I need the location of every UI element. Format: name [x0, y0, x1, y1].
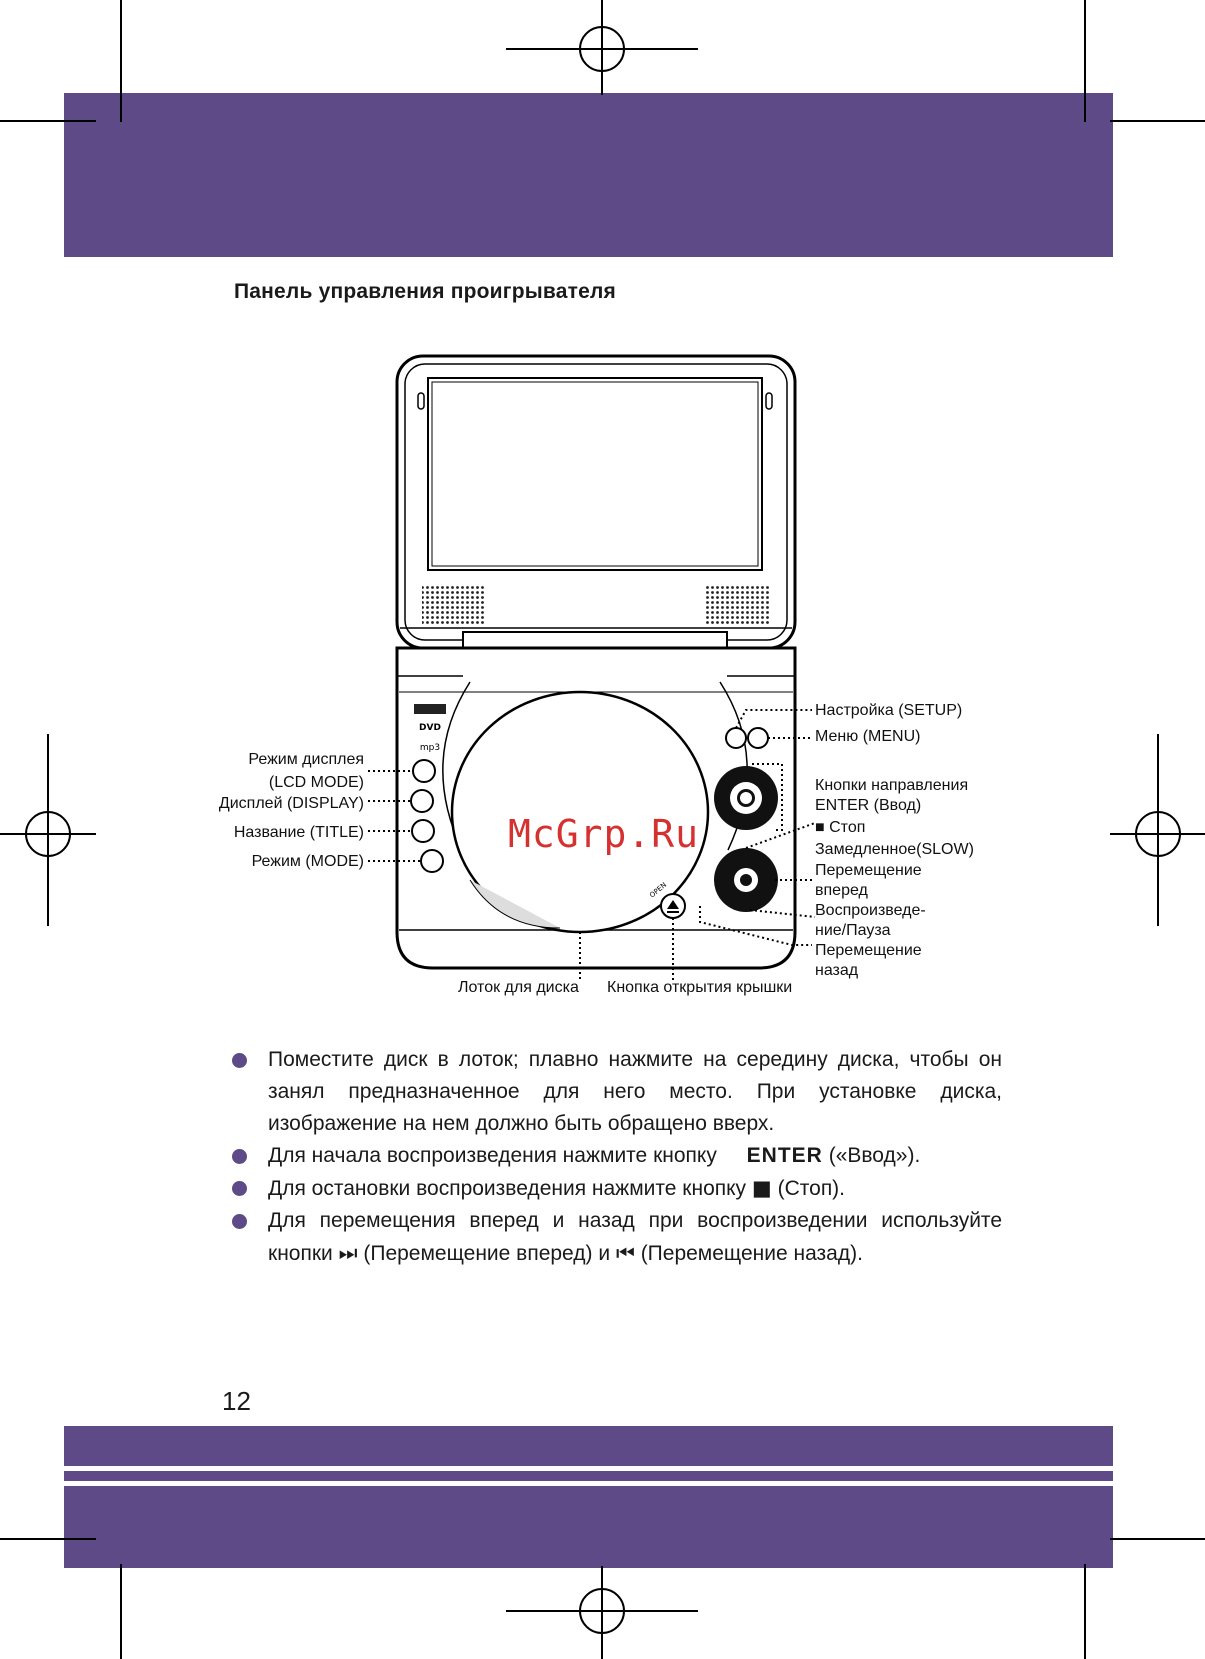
page-title: Панель управления проигрывателя	[234, 280, 616, 303]
list-item: Для начала воспроизведения нажмите кнопк…	[232, 1140, 1002, 1172]
bullet-text: Для перемещения вперед и назад при воспр…	[268, 1209, 1002, 1265]
callout-lcd-1: Режим дисплея	[248, 751, 364, 768]
callout-play-2: ние/Пауза	[815, 922, 891, 939]
previous-track-icon: ⏮	[615, 1241, 635, 1265]
registration-circle	[579, 1588, 625, 1634]
header-band	[64, 93, 1113, 257]
callout-stop: ■ Стоп	[815, 819, 866, 836]
bullet-text-tail: (Перемещение назад).	[640, 1242, 863, 1265]
bullet-dot-icon	[232, 1214, 247, 1229]
speaker-right-icon	[706, 586, 770, 624]
stop-icon: ■	[751, 1176, 772, 1200]
crop-mark	[0, 1538, 96, 1540]
callout-direction-1: Кнопки направления	[815, 777, 969, 794]
footer-band-top	[64, 1426, 1113, 1466]
bullet-text-tail: (Стоп).	[777, 1177, 846, 1200]
callout-setup: Настройка (SETUP)	[815, 702, 963, 719]
callout-title: Название (TITLE)	[233, 824, 364, 841]
title-button-icon	[411, 819, 435, 843]
enter-keyword: ENTER	[746, 1144, 823, 1167]
lcd-screen	[427, 377, 763, 571]
callout-tray: Лоток для диска	[458, 979, 579, 996]
callout-lcd-2: (LCD MODE)	[268, 774, 364, 791]
callout-back-1: Перемещение	[815, 942, 922, 959]
callout-forward-2: вперед	[815, 882, 868, 899]
instruction-list: Поместите диск в лоток; плавно нажмите н…	[232, 1044, 1002, 1270]
crop-mark	[120, 1564, 122, 1659]
callout-back-2: назад	[815, 962, 859, 979]
callout-menu: Меню (MENU)	[815, 728, 921, 745]
list-item: Для остановки воспроизведения нажмите кн…	[232, 1172, 1002, 1205]
callout-mode: Режим (MODE)	[251, 853, 364, 870]
callout-forward-1: Перемещение	[815, 862, 922, 879]
crop-mark	[1084, 1564, 1086, 1659]
callout-slow: Замедленное(SLOW)	[815, 841, 974, 858]
hinge-right-icon	[765, 392, 773, 410]
crop-mark	[0, 120, 96, 122]
bullet-dot-icon	[232, 1053, 247, 1068]
crop-mark	[1084, 0, 1086, 122]
crop-mark	[120, 0, 122, 122]
bullet-text-mid: (Перемещение вперед) и	[363, 1242, 611, 1265]
svg-text:mp3: mp3	[420, 743, 440, 753]
crop-mark	[1110, 1538, 1205, 1540]
hinge-left-icon	[417, 392, 425, 410]
bullet-text: Для начала воспроизведения нажмите кнопк…	[268, 1144, 717, 1167]
display-button-icon	[410, 789, 434, 813]
footer-band-thin	[64, 1471, 1113, 1481]
bullet-text: Поместите диск в лоток; плавно нажмите н…	[268, 1048, 1002, 1135]
watermark: McGrp.Ru	[508, 812, 700, 856]
callout-display: Дисплей (DISPLAY)	[218, 795, 364, 812]
crop-mark	[1110, 120, 1205, 122]
list-item: Поместите диск в лоток; плавно нажмите н…	[232, 1044, 1002, 1140]
callout-lid: Кнопка открытия крышки	[607, 979, 793, 996]
page-number: 12	[222, 1386, 251, 1416]
bullet-dot-icon	[232, 1149, 247, 1164]
bullet-dot-icon	[232, 1181, 247, 1196]
list-item: Для перемещения вперед и назад при воспр…	[232, 1205, 1002, 1270]
mode-button-icon	[420, 849, 444, 873]
lcd-screen-inner	[431, 381, 759, 567]
registration-circle	[1135, 811, 1181, 857]
setup-button-icon	[725, 727, 747, 749]
svg-text:DVD: DVD	[419, 723, 441, 733]
speaker-left-icon	[422, 586, 486, 624]
footer-band-bottom	[64, 1486, 1113, 1568]
registration-circle	[25, 811, 71, 857]
registration-circle	[579, 26, 625, 72]
bullet-text: Для остановки воспроизведения нажмите кн…	[268, 1177, 747, 1200]
bullet-text-tail: («Ввод»).	[828, 1144, 921, 1167]
lcd-mode-button-icon	[412, 759, 436, 783]
next-track-icon: ⏭	[338, 1241, 358, 1265]
menu-button-icon	[747, 727, 769, 749]
callout-direction-2: ENTER (Ввод)	[815, 797, 922, 814]
callout-play-1: Воспроизведе-	[815, 902, 926, 919]
